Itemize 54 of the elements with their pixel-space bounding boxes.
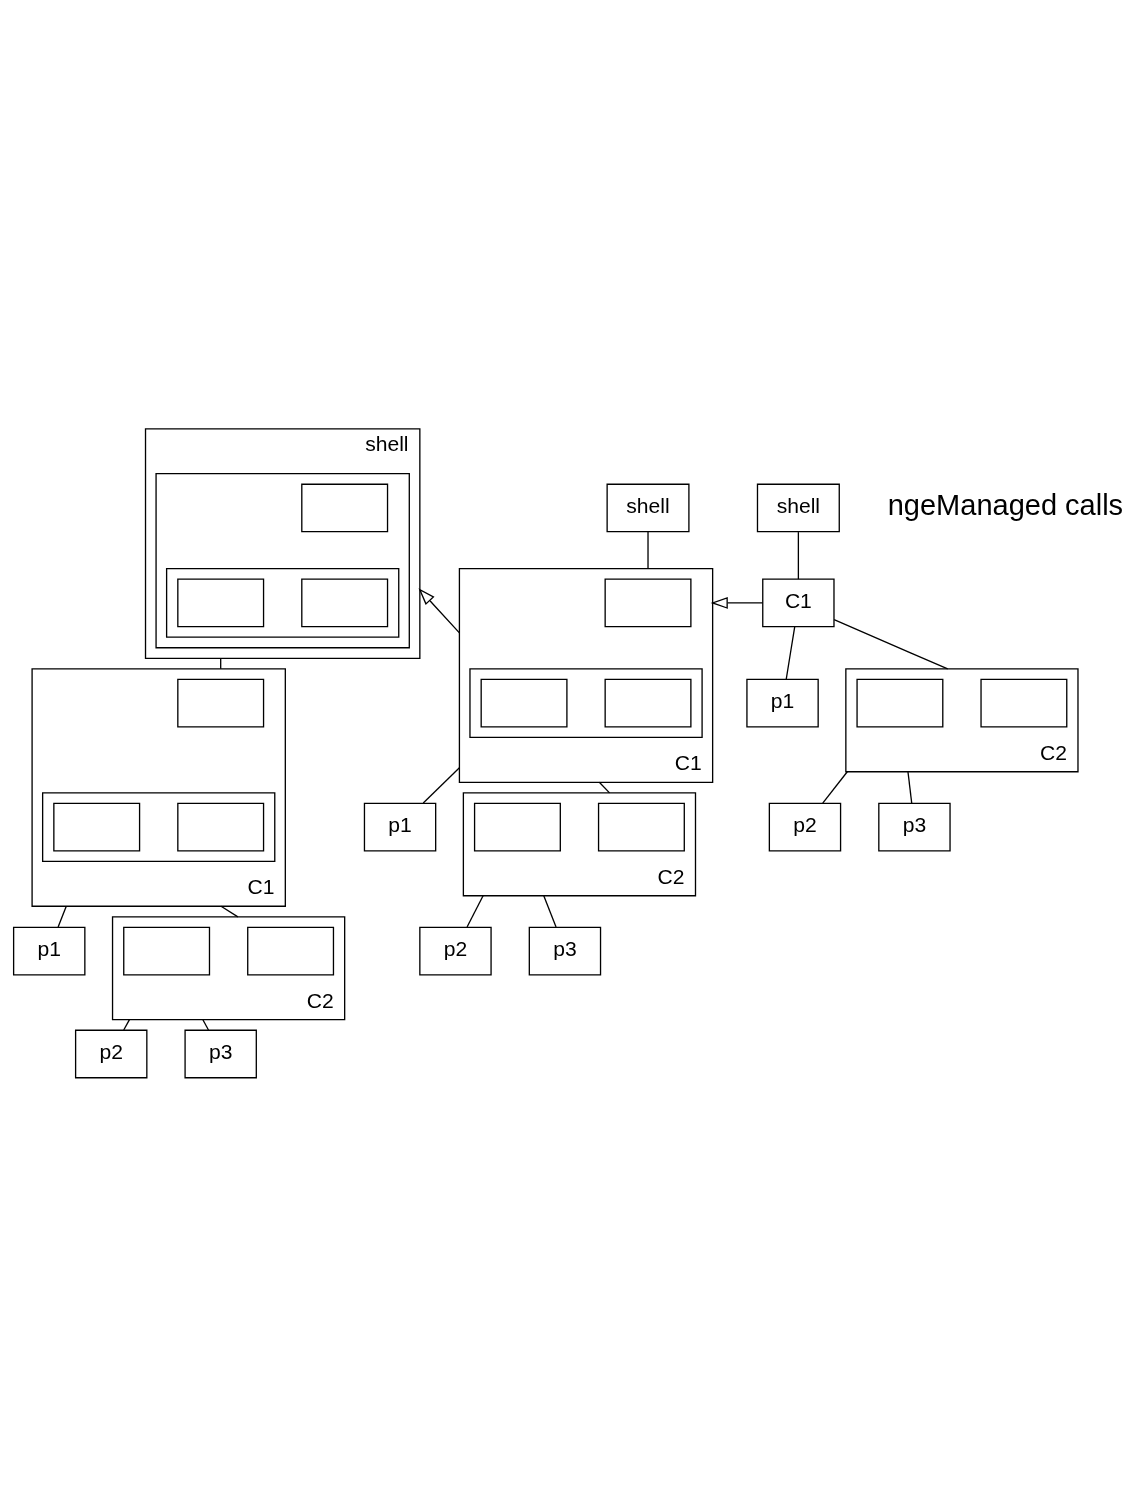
cluster: C1	[458, 567, 714, 783]
node-box	[53, 802, 141, 852]
cluster: shell	[144, 427, 421, 659]
connector	[466, 894, 484, 928]
node-box: p1	[363, 802, 437, 852]
node-box	[604, 678, 692, 728]
connector	[797, 530, 800, 580]
node-box	[480, 678, 568, 728]
node-box: C1	[762, 578, 835, 627]
connector	[57, 905, 67, 928]
cluster: C1	[31, 667, 286, 907]
node-box: shell	[756, 483, 840, 532]
node-box	[247, 926, 335, 975]
node-box: p1	[746, 678, 819, 728]
node-box	[177, 678, 265, 728]
connector	[833, 618, 949, 670]
connector	[202, 1018, 210, 1031]
node-box	[597, 802, 685, 852]
connector	[785, 625, 796, 680]
node-box: p2	[419, 926, 492, 975]
node-box: shell	[606, 483, 690, 532]
connector	[822, 770, 848, 804]
node-box: p3	[528, 926, 602, 975]
node-box	[980, 678, 1068, 728]
node-box: p3	[878, 802, 951, 852]
cluster	[42, 791, 276, 862]
node-box: p2	[768, 802, 842, 852]
node-box	[301, 483, 389, 532]
label: ngeManaged calls	[887, 488, 1124, 521]
cluster: C2	[845, 667, 1079, 772]
cluster	[165, 567, 400, 638]
connector	[598, 781, 611, 793]
node-box	[473, 802, 561, 852]
cluster	[155, 472, 410, 648]
connector	[123, 1018, 131, 1031]
connector	[422, 766, 461, 804]
connector	[647, 530, 649, 569]
node-box	[604, 578, 692, 627]
connector	[907, 770, 913, 804]
node-box	[177, 578, 265, 627]
connector	[220, 905, 239, 917]
node-box	[177, 802, 265, 852]
node-box: p2	[74, 1029, 148, 1078]
cluster: C2	[111, 915, 346, 1020]
cluster	[469, 667, 703, 738]
node-box	[856, 678, 944, 728]
arrow	[710, 596, 764, 609]
node-box: p1	[12, 926, 86, 975]
connector	[543, 894, 557, 928]
arrow	[418, 587, 461, 633]
node-box	[301, 578, 389, 627]
node-box	[123, 926, 211, 975]
node-box: p3	[184, 1029, 257, 1078]
cluster: C2	[462, 791, 697, 896]
